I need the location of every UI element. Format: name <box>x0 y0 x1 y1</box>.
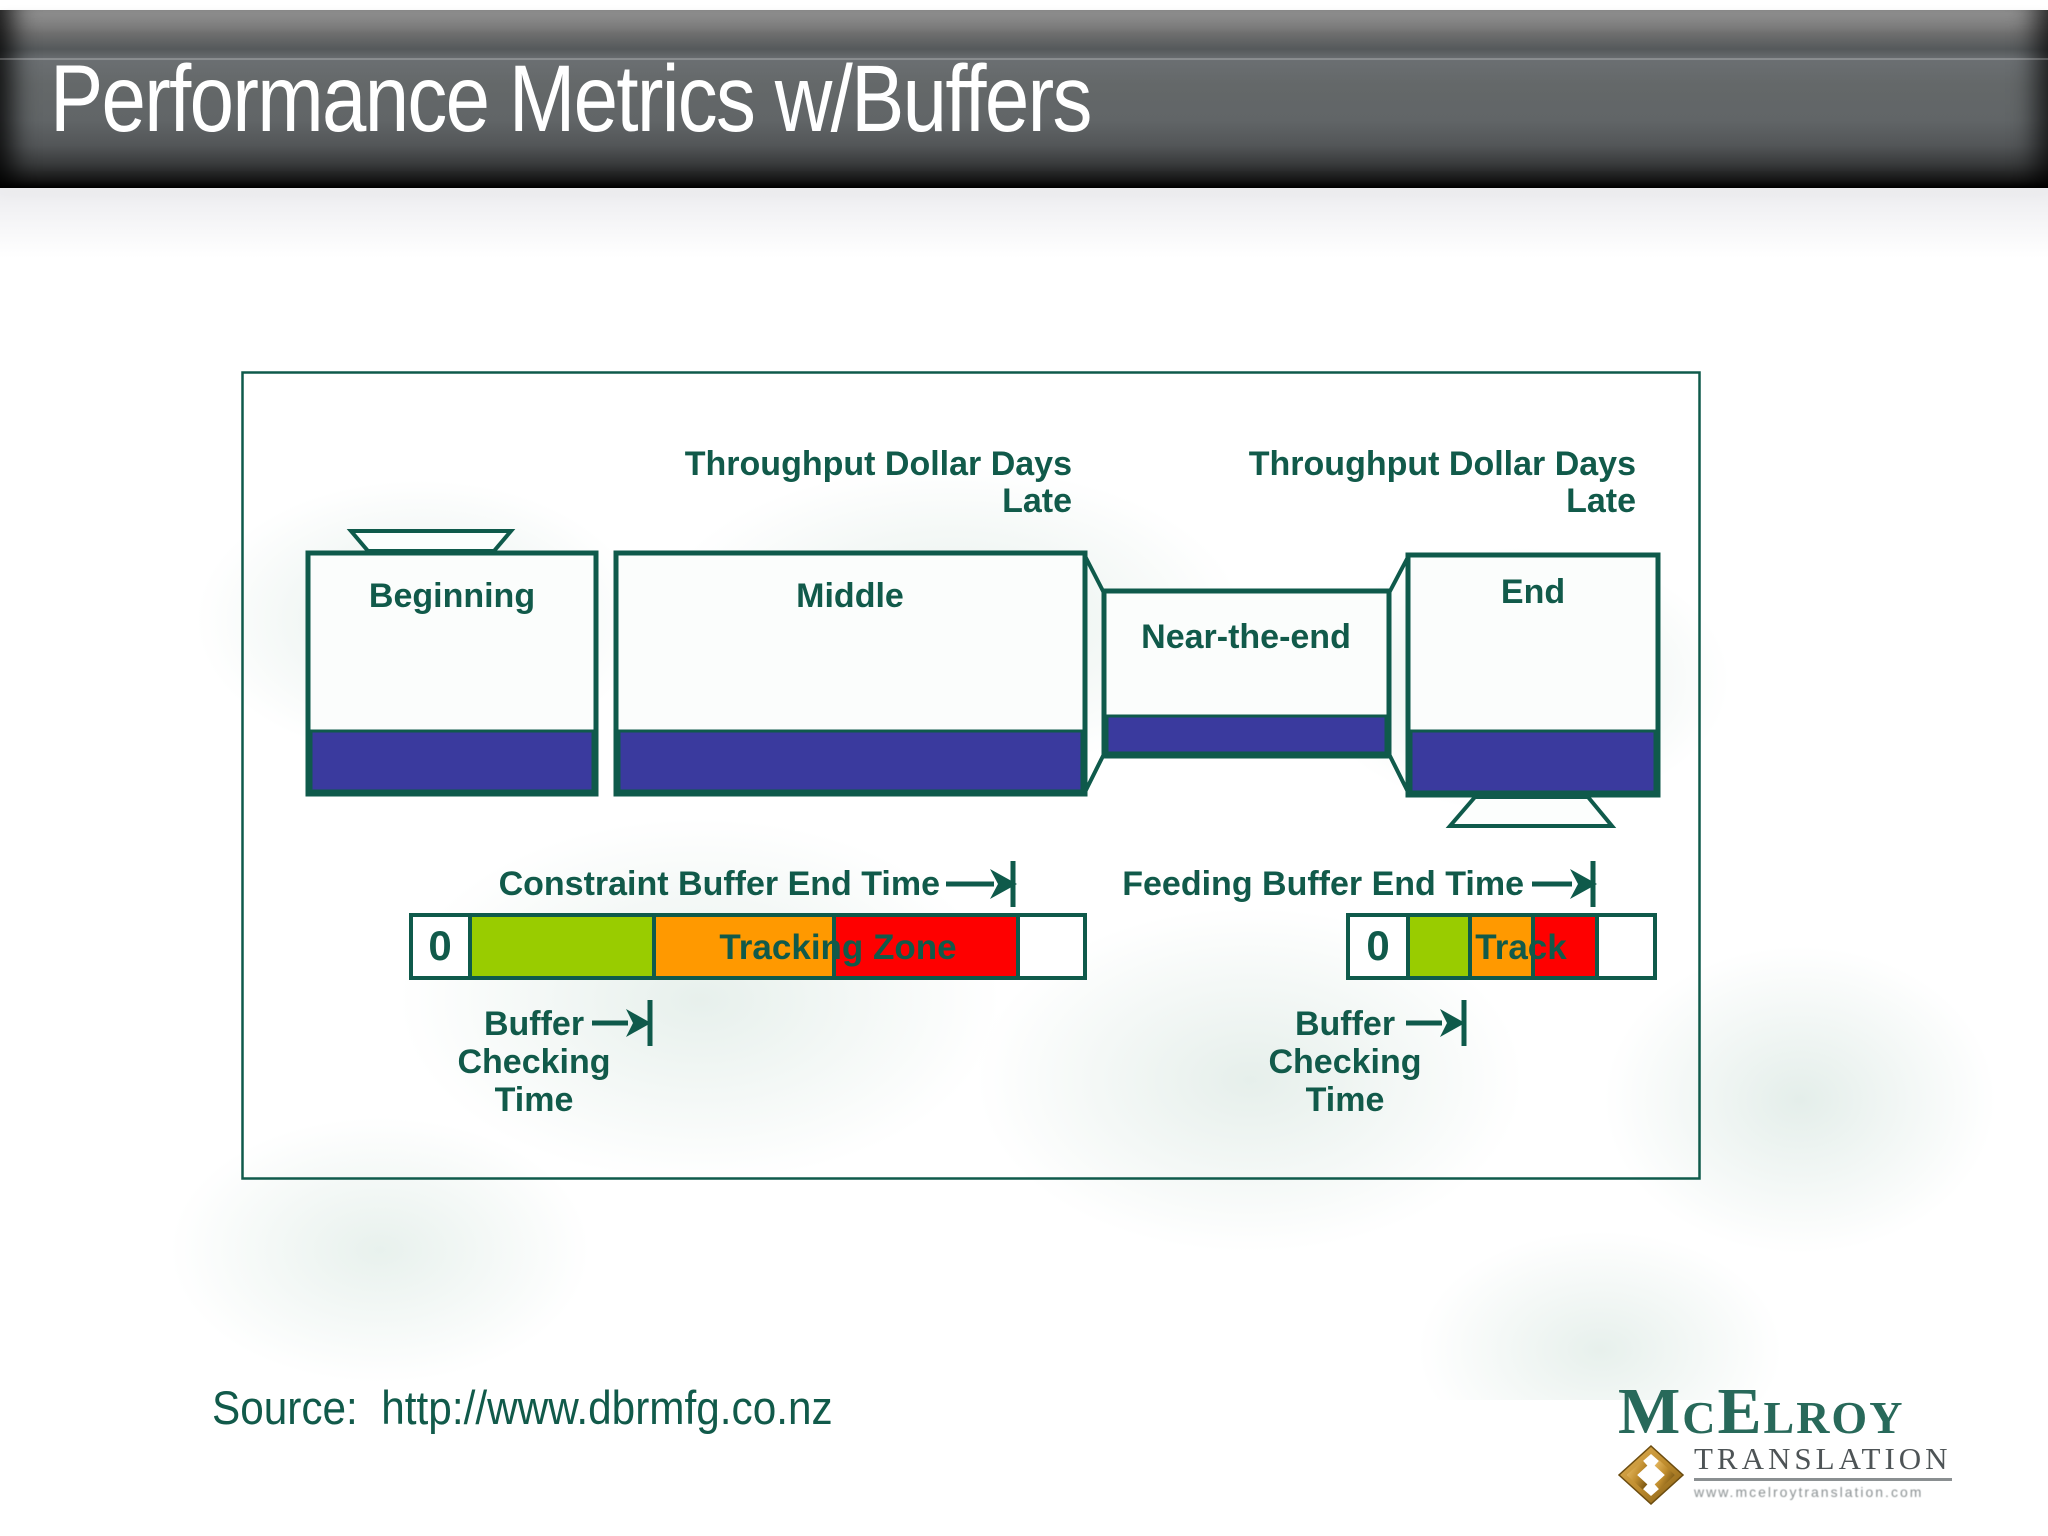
monitor-stand-icon <box>1445 795 1617 828</box>
logo-wordmark: McElroy <box>1618 1375 1905 1448</box>
buffer-checking-left-line1: Buffer <box>484 1005 584 1043</box>
page-title: Performance Metrics w/Buffers <box>50 45 1092 152</box>
throughput-left-line2: Late <box>1002 482 1072 520</box>
feeding-arrowhead-icon <box>1570 869 1597 899</box>
diagram-frame <box>241 371 1701 1180</box>
throughput-left-line1: Throughput Dollar Days <box>685 445 1072 483</box>
transition-top-left <box>1083 555 1106 594</box>
source-citation: Source: http://www.dbrmfg.co.nz <box>212 1381 833 1434</box>
funnel-icon <box>346 529 516 553</box>
right-zone-orange <box>1468 913 1535 980</box>
left-zone-red <box>832 913 1020 980</box>
logo-url: www.mcelroytranslation.com <box>1694 1483 1924 1500</box>
logo-rule <box>1694 1477 1952 1481</box>
label-near-the-end: Near-the-end <box>1141 618 1351 656</box>
buffer-checking-right-line3: Time <box>1306 1081 1385 1119</box>
label-beginning: Beginning <box>369 577 535 615</box>
tracking-zone-label: Tracking Zone <box>719 928 956 967</box>
track-label: Track <box>1475 928 1567 967</box>
checking-left-arrowhead-icon <box>626 1009 651 1037</box>
transition-bottom-left <box>1083 753 1106 793</box>
right-buffer-origin: 0 <box>1366 922 1389 969</box>
right-zone-red <box>1531 913 1599 980</box>
buffer-checking-left-line2: Checking <box>457 1043 610 1081</box>
label-end: End <box>1501 573 1565 611</box>
throughput-right-line2: Late <box>1566 482 1636 520</box>
throughput-right-line1: Throughput Dollar Days <box>1249 445 1636 483</box>
transition-bottom-right <box>1387 753 1410 793</box>
middle-buffer-fill <box>617 729 1084 793</box>
logo-subtitle: TRANSLATION <box>1694 1441 1952 1477</box>
left-zone-green <box>468 913 656 980</box>
buffer-checking-left-line3: Time <box>495 1081 574 1119</box>
near-the-end-buffer-fill <box>1105 714 1388 755</box>
left-buffer-origin: 0 <box>428 922 451 969</box>
constraint-arrowhead-icon <box>990 869 1017 899</box>
buffer-checking-right-line1: Buffer <box>1295 1005 1395 1043</box>
checking-right-arrowhead-icon <box>1440 1009 1465 1037</box>
right-zone-green <box>1406 913 1472 980</box>
banner-shadow <box>0 188 2048 258</box>
beginning-buffer-fill <box>309 729 595 793</box>
mcelroy-logo: McElroy TRANSLATION www.mcelroytranslati… <box>1618 1375 1998 1506</box>
label-middle: Middle <box>796 577 904 615</box>
buffer-checking-right-line2: Checking <box>1268 1043 1421 1081</box>
title-banner: Performance Metrics w/Buffers <box>0 10 2048 188</box>
constraint-buffer-label: Constraint Buffer End Time <box>499 865 940 903</box>
transition-top-right <box>1387 556 1410 594</box>
diamond-logo-icon <box>1618 1445 1684 1506</box>
feeding-buffer-label: Feeding Buffer End Time <box>1122 865 1524 903</box>
end-buffer-fill <box>1409 729 1657 794</box>
